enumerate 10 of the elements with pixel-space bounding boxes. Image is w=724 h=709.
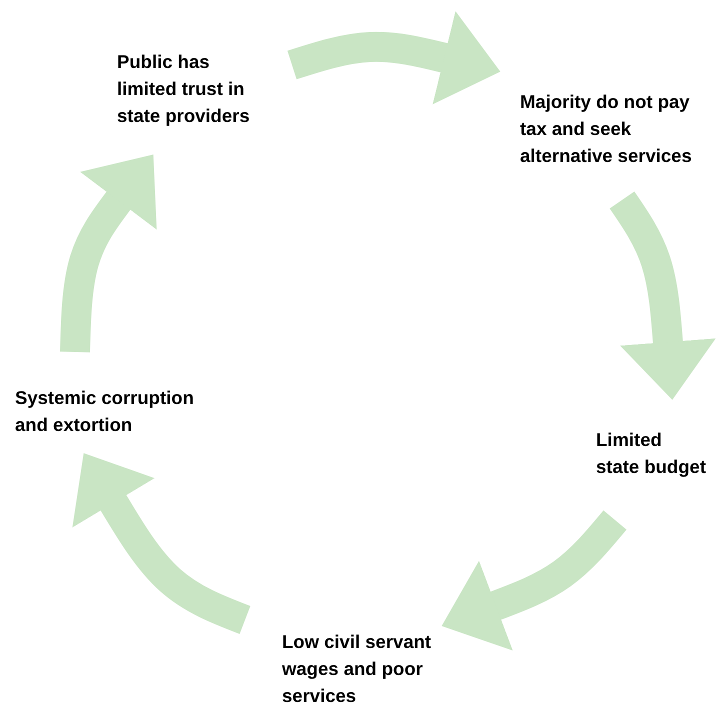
cycle-arrow bbox=[72, 453, 250, 634]
stage-text: Public has limited trust in state providers bbox=[117, 50, 251, 128]
cycle-arrow bbox=[60, 154, 157, 352]
cycle-arrow bbox=[610, 191, 716, 400]
stage-text: Majority do not pay tax and seek alternative services bbox=[520, 90, 693, 168]
cycle-arrow bbox=[287, 11, 500, 104]
stage-text: Systemic corruption and extortion bbox=[15, 386, 195, 437]
stage-text: Low civil servant wages and poor services bbox=[282, 630, 432, 708]
stage-text: Limited state budget bbox=[596, 428, 707, 479]
cycle-arrow bbox=[442, 510, 627, 651]
